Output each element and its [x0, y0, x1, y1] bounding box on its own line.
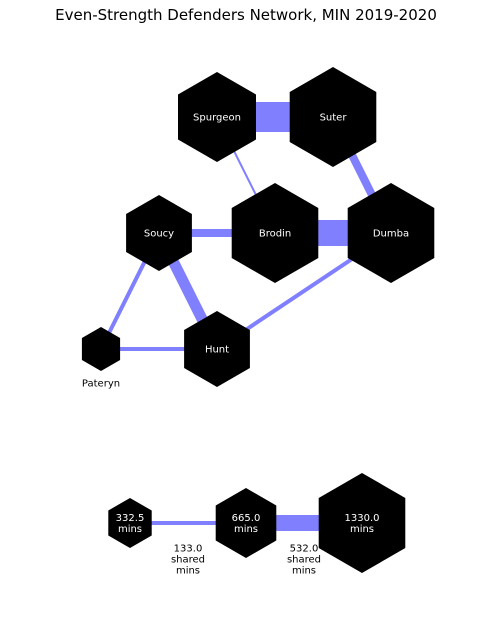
node-dumba: [347, 183, 435, 283]
legend-node-2: [215, 488, 277, 558]
node-hunt: [184, 311, 250, 387]
node-label-suter: Suter: [320, 113, 348, 124]
node-label-pateryn: Pateryn: [82, 379, 120, 390]
node-soucy: [126, 195, 192, 271]
node-spurgeon: [178, 72, 256, 162]
node-label-spurgeon: Spurgeon: [193, 113, 241, 124]
node-label-brodin: Brodin: [259, 229, 291, 240]
chart-title: Even-Strength Defenders Network, MIN 201…: [55, 6, 437, 24]
node-brodin: [231, 183, 319, 283]
node-label-soucy: Soucy: [144, 229, 174, 240]
legend-node-3: [318, 473, 406, 573]
node-suter: [289, 67, 377, 167]
node-pateryn: [81, 327, 121, 371]
node-label-dumba: Dumba: [373, 229, 409, 240]
legend-node-1: [108, 498, 152, 548]
node-label-hunt: Hunt: [205, 345, 229, 356]
